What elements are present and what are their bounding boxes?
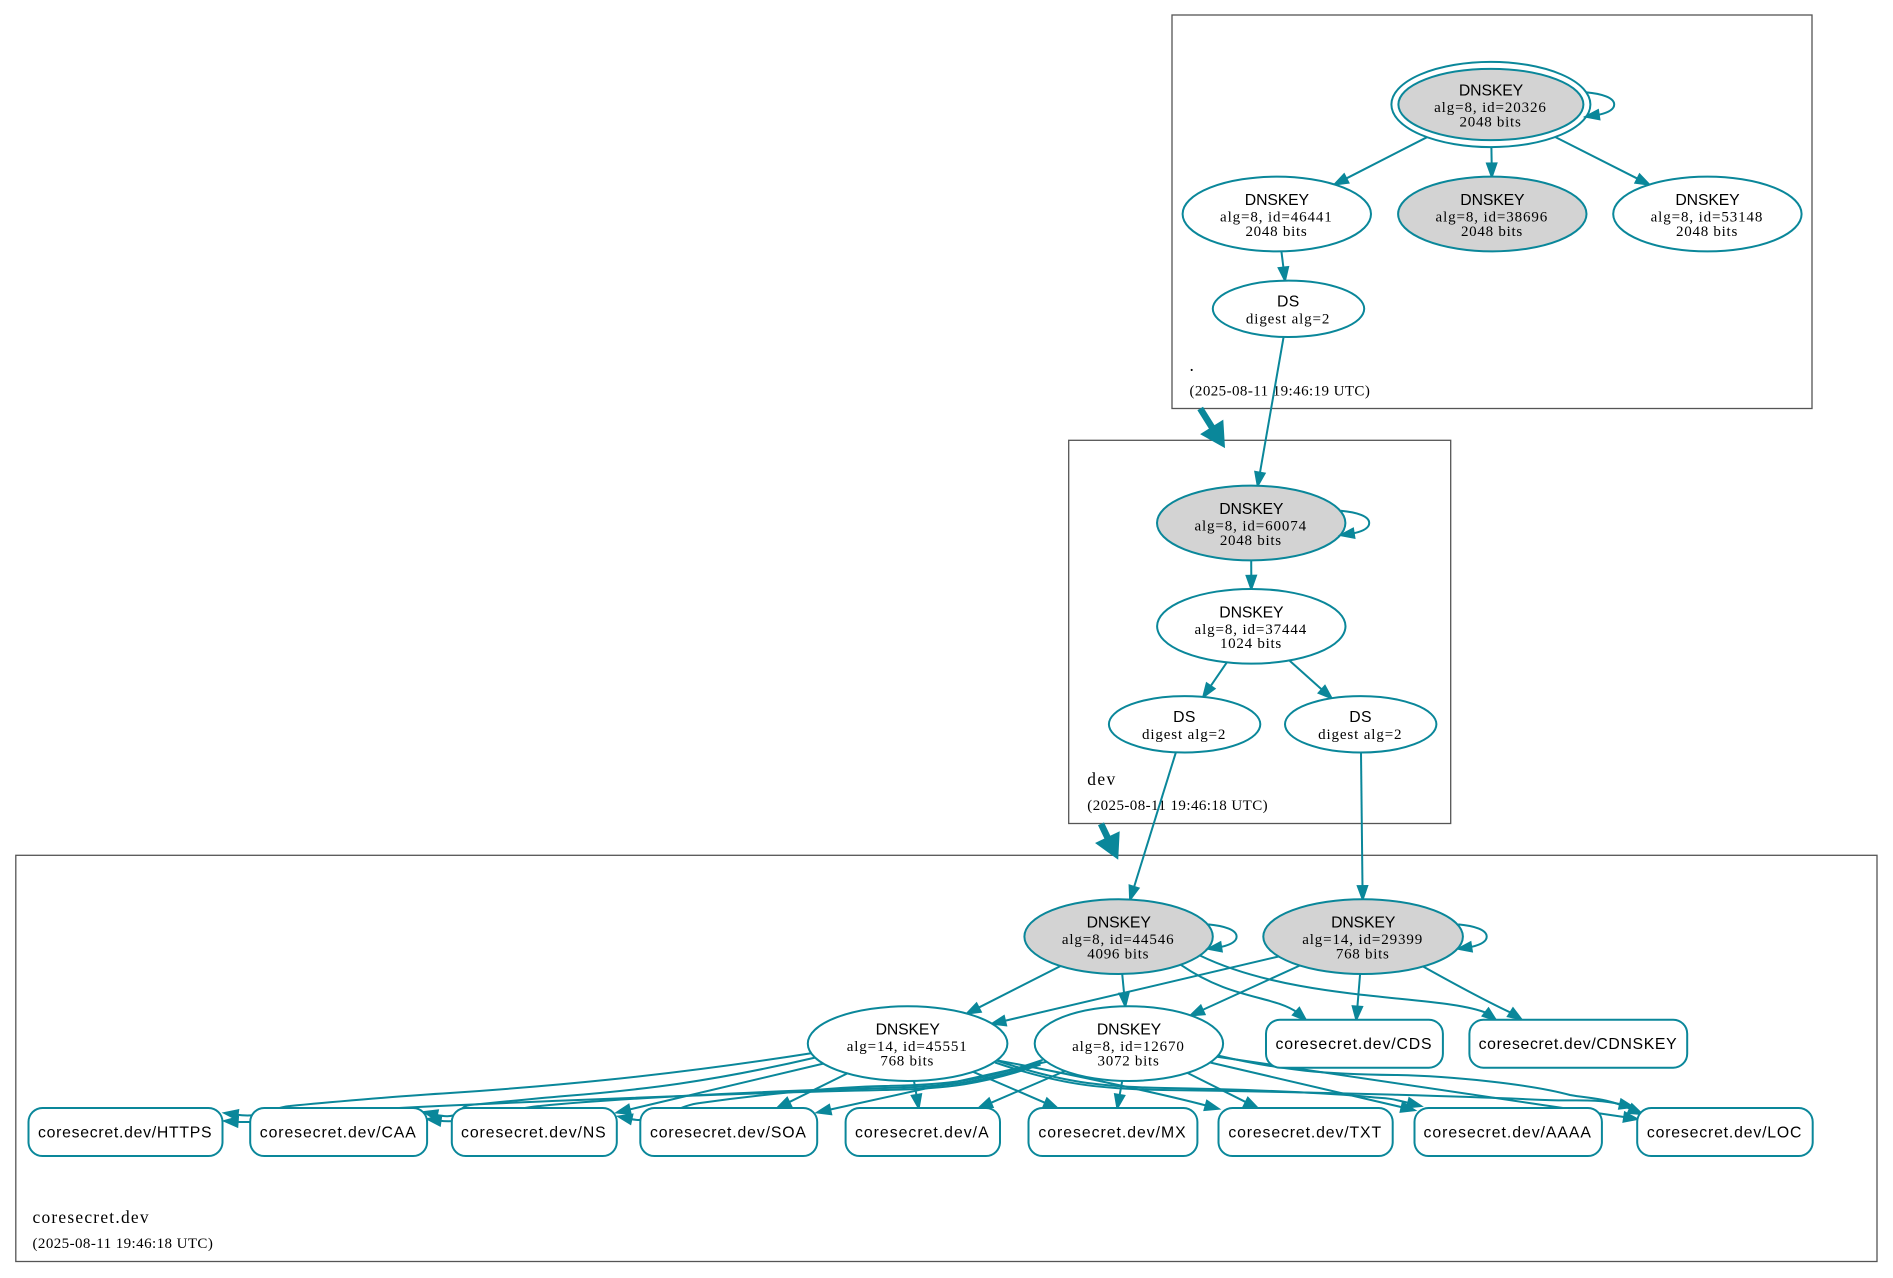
svg-text:alg=8, id=46441: alg=8, id=46441 [1220, 210, 1333, 226]
svg-text:coresecret.dev/LOC: coresecret.dev/LOC [1647, 1125, 1802, 1142]
svg-text:DS: DS [1173, 709, 1196, 726]
svg-text:DNSKEY: DNSKEY [1460, 192, 1525, 209]
svg-text:alg=8, id=38696: alg=8, id=38696 [1436, 210, 1549, 226]
svg-text:alg=14, id=29399: alg=14, id=29399 [1302, 932, 1423, 948]
svg-text:2048 bits: 2048 bits [1461, 224, 1523, 240]
svg-text:alg=14, id=45551: alg=14, id=45551 [847, 1039, 968, 1055]
svg-text:coresecret.dev/TXT: coresecret.dev/TXT [1228, 1125, 1382, 1142]
svg-text:coresecret.dev: coresecret.dev [33, 1207, 150, 1227]
svg-text:DNSKEY: DNSKEY [876, 1022, 941, 1039]
svg-text:coresecret.dev/CDS: coresecret.dev/CDS [1275, 1036, 1432, 1053]
svg-text:2048 bits: 2048 bits [1460, 114, 1522, 130]
svg-text:(2025-08-11 19:46:18 UTC): (2025-08-11 19:46:18 UTC) [1087, 798, 1268, 814]
svg-text:3072 bits: 3072 bits [1098, 1053, 1160, 1069]
svg-text:coresecret.dev/MX: coresecret.dev/MX [1038, 1125, 1186, 1142]
svg-text:2048 bits: 2048 bits [1220, 533, 1282, 549]
svg-text:DS: DS [1277, 294, 1300, 311]
svg-text:.: . [1190, 355, 1194, 375]
svg-text:digest alg=2: digest alg=2 [1246, 311, 1330, 327]
svg-text:768 bits: 768 bits [880, 1053, 934, 1069]
svg-text:(2025-08-11 19:46:18 UTC): (2025-08-11 19:46:18 UTC) [33, 1236, 214, 1252]
svg-text:4096 bits: 4096 bits [1087, 946, 1149, 962]
svg-text:(2025-08-11 19:46:19 UTC): (2025-08-11 19:46:19 UTC) [1190, 384, 1371, 400]
svg-text:digest alg=2: digest alg=2 [1142, 727, 1226, 743]
svg-text:coresecret.dev/HTTPS: coresecret.dev/HTTPS [38, 1125, 212, 1142]
svg-text:coresecret.dev/CDNSKEY: coresecret.dev/CDNSKEY [1479, 1036, 1678, 1053]
svg-text:alg=8, id=37444: alg=8, id=37444 [1195, 622, 1308, 638]
svg-text:DNSKEY: DNSKEY [1097, 1022, 1162, 1039]
svg-text:DNSKEY: DNSKEY [1245, 192, 1310, 209]
svg-text:coresecret.dev/A: coresecret.dev/A [855, 1125, 990, 1142]
svg-text:DS: DS [1349, 709, 1372, 726]
svg-text:DNSKEY: DNSKEY [1459, 83, 1524, 100]
svg-text:2048 bits: 2048 bits [1676, 224, 1738, 240]
svg-text:dev: dev [1087, 769, 1116, 789]
svg-text:coresecret.dev/AAAA: coresecret.dev/AAAA [1424, 1125, 1592, 1142]
svg-text:coresecret.dev/SOA: coresecret.dev/SOA [650, 1125, 807, 1142]
svg-text:alg=8, id=53148: alg=8, id=53148 [1651, 210, 1764, 226]
svg-text:alg=8, id=44546: alg=8, id=44546 [1062, 932, 1175, 948]
svg-text:768 bits: 768 bits [1336, 946, 1390, 962]
svg-text:1024 bits: 1024 bits [1220, 636, 1282, 652]
svg-text:coresecret.dev/NS: coresecret.dev/NS [461, 1125, 607, 1142]
svg-text:coresecret.dev/CAA: coresecret.dev/CAA [260, 1125, 417, 1142]
svg-text:DNSKEY: DNSKEY [1219, 501, 1284, 518]
svg-text:DNSKEY: DNSKEY [1087, 915, 1152, 932]
svg-text:DNSKEY: DNSKEY [1331, 915, 1396, 932]
svg-text:alg=8, id=60074: alg=8, id=60074 [1194, 519, 1307, 535]
svg-text:alg=8, id=12670: alg=8, id=12670 [1072, 1039, 1185, 1055]
svg-text:2048 bits: 2048 bits [1245, 224, 1307, 240]
svg-text:DNSKEY: DNSKEY [1675, 192, 1740, 209]
svg-text:alg=8, id=20326: alg=8, id=20326 [1434, 100, 1547, 116]
svg-text:digest alg=2: digest alg=2 [1318, 727, 1402, 743]
svg-text:DNSKEY: DNSKEY [1219, 604, 1284, 621]
